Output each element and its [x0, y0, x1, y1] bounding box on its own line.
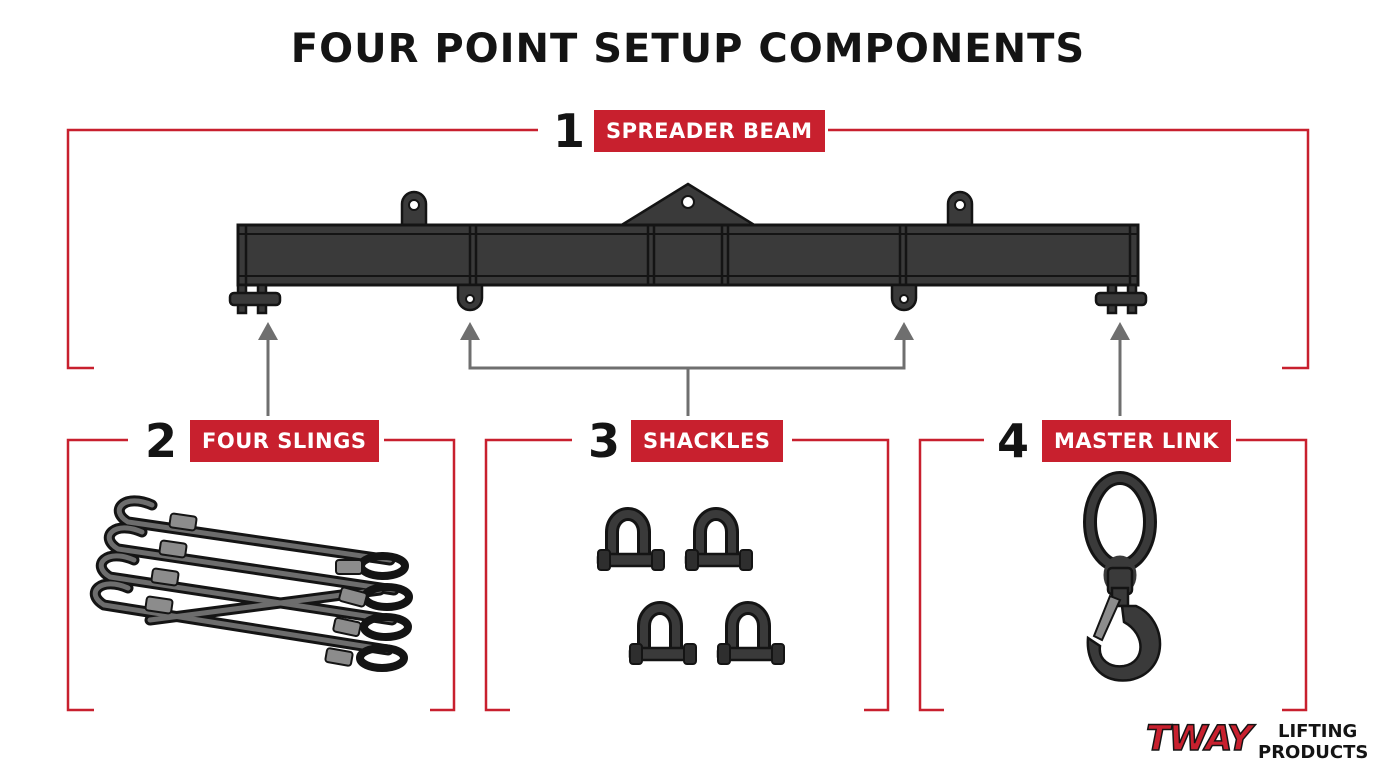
bracket-four-slings [66, 438, 456, 712]
logo-line-1: LIFTING [1278, 721, 1358, 742]
shackle-icon [596, 507, 665, 571]
shackle-icon [628, 601, 697, 665]
bracket-spreader-beam [66, 128, 1310, 370]
component-label-master-link: MASTER LINK [1042, 420, 1231, 462]
arrow-connectors [266, 336, 1122, 416]
brand-logo: TWAY LIFTING PRODUCTS [1145, 719, 1372, 766]
logo-line-2: PRODUCTS [1258, 742, 1369, 763]
component-label-shackles: SHACKLES [631, 420, 783, 462]
component-label-four-slings: FOUR SLINGS [190, 420, 379, 462]
beam-bottom-lug [456, 283, 918, 312]
component-number: 1 [553, 104, 586, 158]
component-label-spreader-beam: SPREADER BEAM [594, 110, 825, 152]
shackle-icon [684, 507, 753, 571]
bracket-master-link [918, 438, 1308, 712]
bracket-shackles [484, 438, 890, 712]
arrow-heads [258, 322, 1130, 340]
shackle-icon [716, 601, 785, 665]
logo-brand-text: TWAY [1145, 719, 1253, 759]
beam-end-bracket [228, 283, 1148, 315]
shackles-illustration [596, 507, 785, 665]
spreader-beam-illustration [228, 182, 1148, 315]
component-number: 3 [588, 414, 621, 468]
component-number: 4 [997, 414, 1030, 468]
diagram-title: FOUR POINT SETUP COMPONENTS [290, 26, 1086, 72]
component-number: 2 [145, 414, 178, 468]
master-link-illustration [1083, 471, 1162, 682]
slings-illustration [89, 495, 413, 672]
